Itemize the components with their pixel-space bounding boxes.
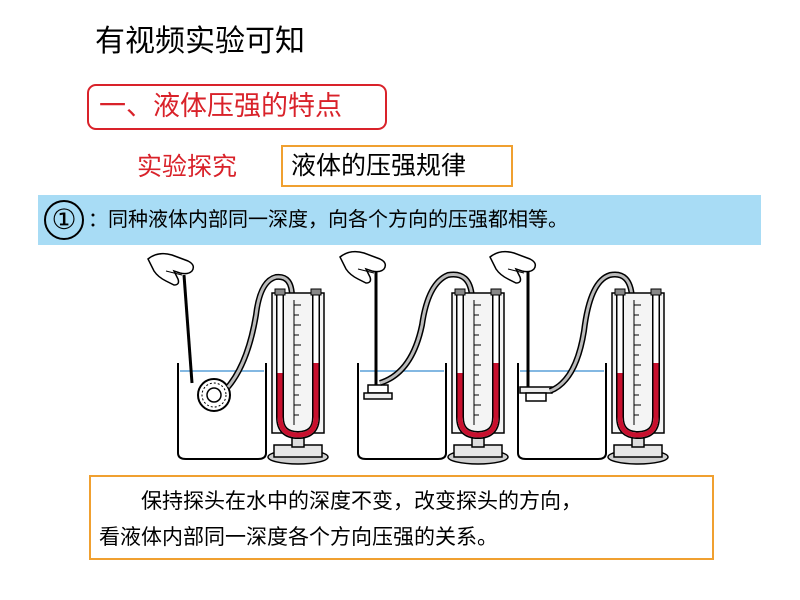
intro-text: 有视频实验可知 — [95, 24, 305, 59]
apparatus-1 — [147, 252, 328, 464]
section-title: 一、液体压强的特点 — [87, 84, 387, 130]
note-line-1: 保持探头在水中的深度不变，改变探头的方向， — [141, 489, 582, 513]
conclusion-text: ：同种液体内部同一深度，向各个方向的压强都相等。 — [88, 207, 568, 231]
apparatus-2 — [339, 250, 508, 464]
conclusion-banner: ① ：同种液体内部同一深度，向各个方向的压强都相等。 — [38, 195, 761, 245]
note-line-2: 看液体内部同一深度各个方向压强的关系。 — [99, 525, 498, 549]
conclusion-number: ① — [44, 200, 84, 240]
experiment-label: 实验探究 — [137, 152, 238, 181]
instruction-note: 保持探头在水中的深度不变，改变探头的方向， 看液体内部同一深度各个方向压强的关系… — [89, 475, 714, 560]
experiment-topic-box: 液体的压强规律 — [281, 145, 513, 187]
experiment-illustration — [147, 250, 680, 475]
apparatus-3 — [489, 250, 668, 464]
